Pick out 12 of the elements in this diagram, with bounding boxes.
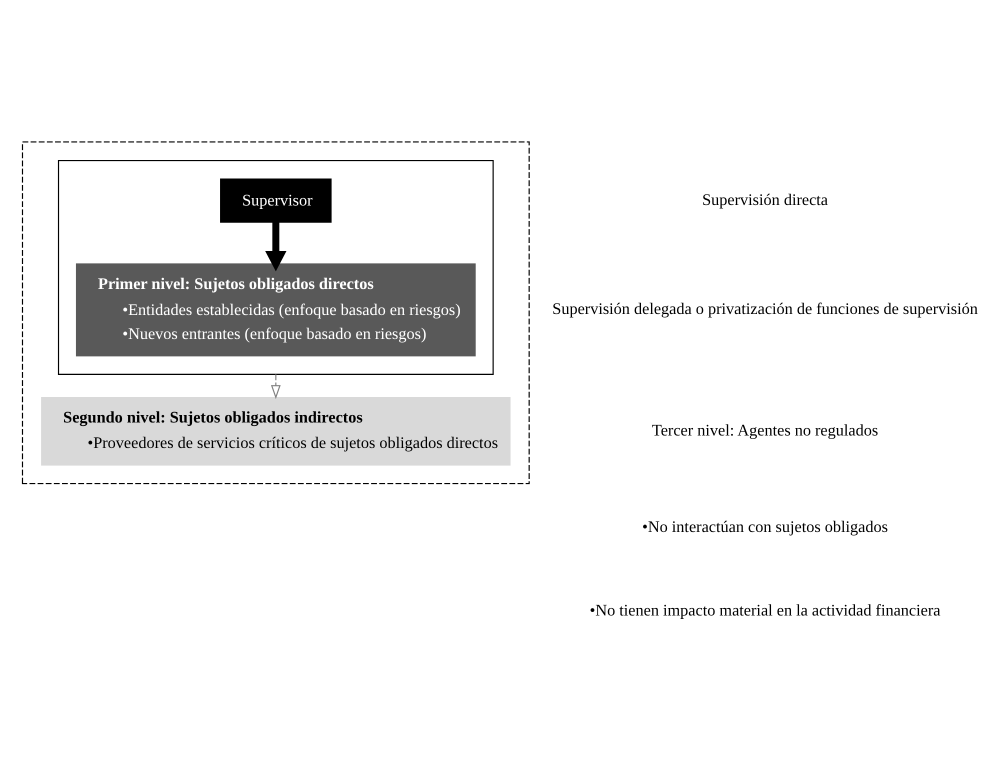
arrow <box>270 374 281 399</box>
label: •No interactúan con sujetos obligados <box>642 518 888 536</box>
node-box: Segundo nivel: Sujetos obligados indirectos •Proveedores de servicios críticos de sujetos obligados directos <box>41 396 511 466</box>
arrow <box>265 222 286 271</box>
label: Tercer nivel: Agentes no regulados <box>652 421 878 440</box>
label: •No tienen impacto material en la actividad financiera <box>590 601 940 620</box>
cluster <box>22 140 530 484</box>
node-box: Supervisor <box>220 178 332 222</box>
cluster <box>58 159 494 374</box>
label: Supervisión delegada o privatización de funciones de supervisión <box>552 300 978 318</box>
node-box: Primer nivel: Sujetos obligados directos •Entidades establecidas (enfoque basado en riesgos) •Nuevos entrantes (enfoque basado en riesgos) <box>76 262 476 356</box>
label: Supervisión directa <box>702 190 828 208</box>
